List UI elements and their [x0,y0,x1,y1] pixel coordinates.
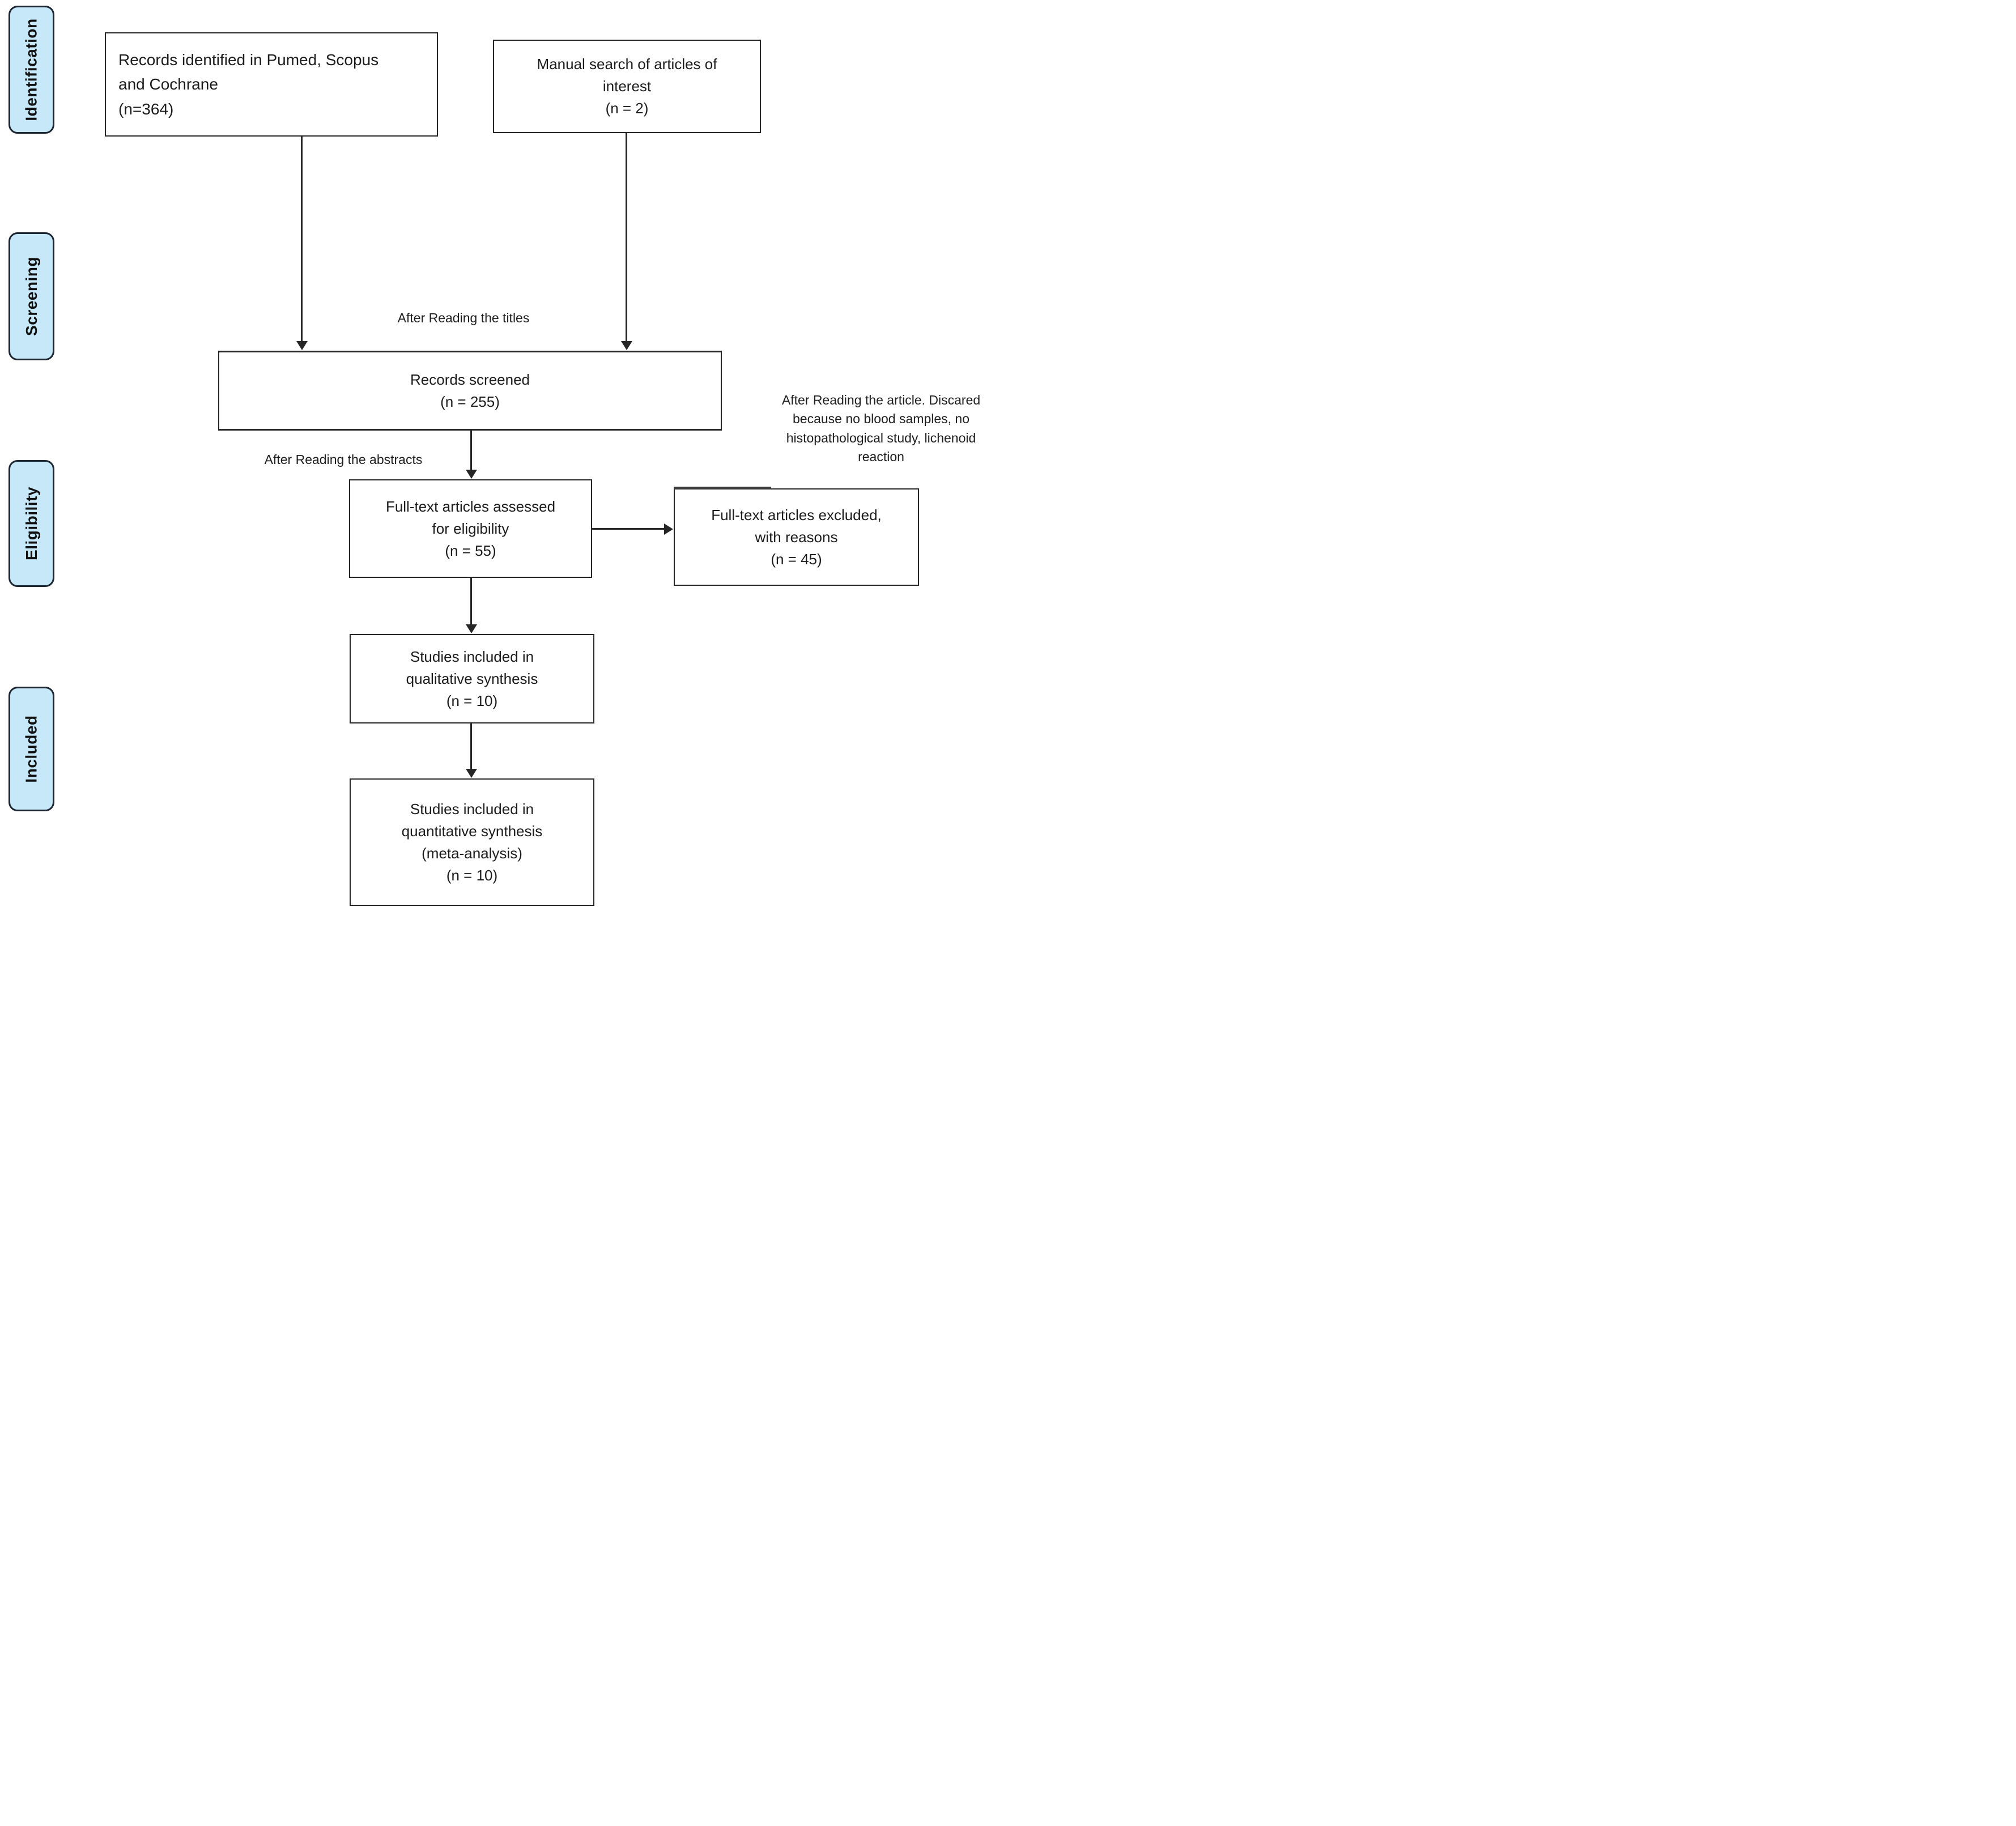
records-identified-box: Records identified in Pumed, Scopus and … [105,32,438,137]
stage-included: Included [8,687,54,811]
exclusion-note: After Reading the article. Discared beca… [781,393,981,465]
fulltext-assessed-text: Full-text articles assessed for eligibil… [385,497,556,559]
after-reading-titles-label: After Reading the titles [397,310,530,325]
after-reading-abstracts-label: After Reading the abstracts [264,452,423,467]
stage-screening-label: Screening [22,257,40,336]
records-screened-box: Records screened (n = 255) [218,351,722,431]
quantitative-synthesis-box: Studies included in quantitative synthes… [350,778,594,906]
prisma-flow-diagram: Identification Screening Eligibility Inc… [0,0,1008,913]
quantitative-synthesis-text: Studies included in quantitative synthes… [401,800,543,884]
stage-identification: Identification [8,6,54,134]
manual-search-text: Manual search of articles of interest (n… [537,56,717,117]
records-screened-text: Records screened (n = 255) [410,371,530,410]
stage-identification-label: Identification [22,18,40,121]
arrow-assessed-to-excluded [592,528,665,530]
arrow-assessed-to-qualitative [470,578,472,625]
stage-screening: Screening [8,232,54,360]
stage-eligibility-label: Eligibility [22,487,40,560]
qualitative-synthesis-box: Studies included in qualitative synthesi… [350,634,594,723]
arrow-qualitative-to-quantitative [470,723,472,769]
fulltext-excluded-text: Full-text articles excluded, with reason… [711,506,882,568]
fulltext-excluded-box: Full-text articles excluded, with reason… [674,487,919,586]
stage-included-label: Included [22,715,40,783]
excluded-box-top-artifact [674,487,771,490]
qualitative-synthesis-text: Studies included in qualitative synthesi… [406,648,538,709]
arrow-manual-to-screened [626,133,627,342]
manual-search-box: Manual search of articles of interest (n… [493,40,761,133]
arrow-identified-to-screened [301,137,303,342]
stage-eligibility: Eligibility [8,460,54,587]
arrow-screened-to-assessed [470,431,472,470]
records-identified-text: Records identified in Pumed, Scopus and … [118,50,379,118]
fulltext-assessed-box: Full-text articles assessed for eligibil… [349,479,592,578]
